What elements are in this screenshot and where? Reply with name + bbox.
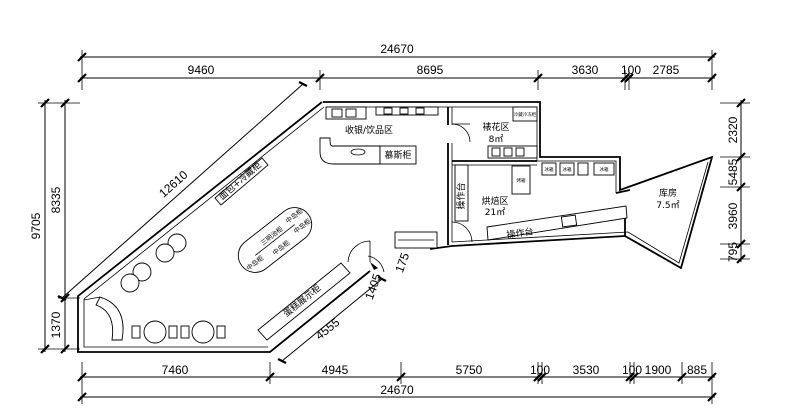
interior-walls xyxy=(394,107,631,249)
bottom-dim-4: 100 xyxy=(530,363,550,377)
left-lower-dim: 1370 xyxy=(49,311,63,338)
storage-room: 库房 7.5㎡ xyxy=(656,187,679,211)
top-dim-4: 100 xyxy=(621,63,641,77)
decorating-area-label: 8㎡ xyxy=(489,134,504,145)
right-dim-2: 5485 xyxy=(726,158,740,185)
top-dimension-chain: 24670 9460 8695 3630 100 2785 xyxy=(77,42,717,90)
small-tag-3: 冰箱 xyxy=(600,166,609,173)
table-circle xyxy=(155,243,175,263)
entrance-dim-b: 175 xyxy=(392,251,412,275)
table-circle xyxy=(191,320,215,344)
chair xyxy=(168,325,178,339)
cashier-area: 收银/饮品区 慕斯柜 xyxy=(319,106,439,165)
work-table-top-label: 操作台 xyxy=(506,225,534,241)
diagonal-dimension-long: 12610 xyxy=(57,81,308,301)
diag-short-dim: 4555 xyxy=(313,315,343,343)
chair xyxy=(216,325,226,339)
table-circle xyxy=(143,320,167,344)
right-dim-1: 2320 xyxy=(726,116,740,143)
bottom-total-dim: 24670 xyxy=(380,383,414,397)
decorating-area: 冷藏冷冻柜 裱花区 8㎡ xyxy=(482,106,538,159)
top-dim-3: 3630 xyxy=(572,63,599,77)
table-circle xyxy=(120,273,140,293)
chair xyxy=(180,325,190,339)
decorating-label: 裱花区 xyxy=(482,121,509,133)
entrance-doors: 1405 175 xyxy=(347,240,412,302)
left-dimension-chain: 9705 8335 1370 xyxy=(29,98,80,354)
entrance-arrow-icon xyxy=(370,262,378,270)
mousse-cabinet-label: 慕斯柜 xyxy=(384,149,411,161)
left-outer-dim: 9705 xyxy=(29,212,43,239)
outer-walls xyxy=(77,101,714,353)
oven-tag: 烤箱 xyxy=(517,177,526,184)
bottom-dim-3: 5750 xyxy=(456,363,483,377)
baking-area: 操作台 烤箱 烘焙区 21㎡ 冰箱 冰箱 冰箱 操作台 xyxy=(454,162,628,241)
baking-area-label: 21㎡ xyxy=(485,207,505,218)
right-dim-3: 3960 xyxy=(726,202,740,229)
fridge-tag: 冷藏冷冻柜 xyxy=(514,111,537,118)
baking-label: 烘焙区 xyxy=(481,195,508,207)
middle-island: 三明治柜 中岛柜 中岛柜 中岛柜 中岛柜 xyxy=(237,206,313,273)
small-tag-2: 冰箱 xyxy=(563,166,572,173)
bottom-dim-8: 885 xyxy=(687,363,707,377)
cashier-label: 收银/饮品区 xyxy=(345,124,393,136)
small-tag-1: 冰箱 xyxy=(545,166,554,173)
chair xyxy=(131,325,141,339)
bottom-dim-5: 3530 xyxy=(573,363,600,377)
bottom-dim-1: 7460 xyxy=(162,363,189,377)
top-dim-2: 8695 xyxy=(417,63,444,77)
bottom-dim-6: 100 xyxy=(622,363,642,377)
seating xyxy=(83,233,226,344)
storage-label: 库房 xyxy=(659,187,677,199)
right-dimension-chain: 2320 5485 3960 795 xyxy=(720,98,750,264)
entrance-dim-a: 1405 xyxy=(362,271,384,301)
storage-area-label: 7.5㎡ xyxy=(656,200,679,211)
top-total-dim: 24670 xyxy=(380,42,414,56)
diag-long-dim: 12610 xyxy=(156,167,190,200)
bottom-dim-2: 4945 xyxy=(322,363,349,377)
top-dim-1: 9460 xyxy=(188,63,215,77)
banquette xyxy=(95,296,124,341)
left-inner-dim: 8335 xyxy=(49,186,63,213)
bottom-dim-7: 1900 xyxy=(645,363,672,377)
top-dim-5: 2785 xyxy=(653,63,680,77)
work-table-left-label: 操作台 xyxy=(455,182,467,209)
table-circle xyxy=(132,262,152,282)
right-dim-4: 795 xyxy=(726,242,740,262)
bottom-dimension-chain: 7460 4945 5750 100 3530 100 1900 885 246… xyxy=(77,362,717,404)
